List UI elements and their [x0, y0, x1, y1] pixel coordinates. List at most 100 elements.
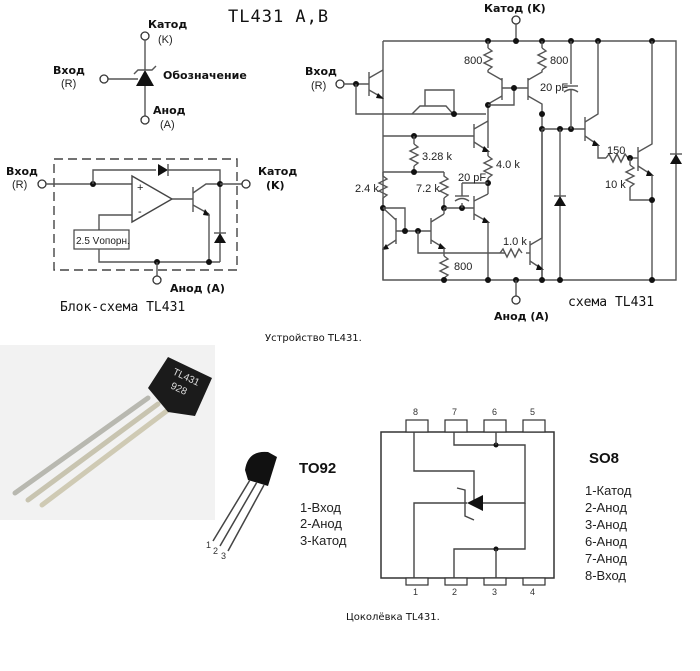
r-2-4k-label: 2.4 k	[355, 183, 379, 195]
c-20pf-b-label: 20 pF	[458, 172, 486, 184]
to92-pin-desc: 2-Анод	[300, 516, 342, 531]
resistor-3-28k	[408, 143, 420, 167]
so8-body	[380, 431, 555, 579]
resistor-4-0k	[482, 155, 494, 179]
so8-pin-4: 4	[530, 587, 535, 597]
block-ref-letter: (R)	[12, 179, 27, 191]
r-7-2k-label: 7.2 k	[416, 183, 440, 195]
symbol-cathode-label: Катод	[148, 18, 187, 31]
op-amp-icon	[131, 174, 174, 224]
so8-pin-1: 1	[413, 587, 418, 597]
op-amp-minus: -	[138, 206, 142, 218]
symbol-diode-icon	[136, 70, 154, 86]
block-anode-pin	[152, 275, 162, 285]
resistor-150	[605, 152, 629, 164]
photo-lead	[12, 395, 151, 496]
resistor-800-c	[438, 255, 450, 279]
vref-label: 2.5 Vопорн.	[76, 236, 130, 247]
block-ref-pin	[37, 179, 47, 189]
block-diagram-caption: Блок-схема TL431	[60, 300, 185, 315]
page-title: TL431 A,B	[228, 7, 329, 27]
to92-pin-1: 1	[206, 540, 211, 550]
block-ref-label: Вход	[6, 165, 38, 178]
schematic-anode-pin	[511, 295, 521, 305]
resistor-800-a	[482, 47, 494, 71]
block-cathode-letter: (K)	[266, 179, 285, 192]
schematic-diode-icon	[670, 154, 682, 164]
block-zener-icon	[214, 233, 226, 243]
schematic-cathode-label: Катод (K)	[484, 2, 546, 15]
schematic-ref-label: Вход	[305, 65, 337, 78]
photo-lead	[39, 407, 171, 508]
schematic-diode-icon	[554, 196, 566, 206]
to92-body-icon	[245, 451, 277, 486]
c-20pf-a-label: 20 pF	[540, 82, 568, 94]
schematic-anode-label: Анод (A)	[494, 310, 549, 323]
so8-pin-2: 2	[452, 587, 457, 597]
symbol-anode-letter: (A)	[160, 119, 175, 131]
op-amp-plus: +	[137, 182, 143, 194]
to92-pin-desc: 1-Вход	[300, 500, 341, 515]
symbol-anode-label: Анод	[153, 104, 186, 117]
r-800-b-label: 800	[550, 55, 568, 67]
schematic-ref-letter: (R)	[311, 80, 326, 92]
symbol-ref-letter: (R)	[61, 78, 76, 90]
pinout-caption: Цоколёвка TL431.	[346, 612, 440, 623]
symbol-cathode-pin	[140, 31, 150, 41]
so8-pin-7: 7	[452, 407, 457, 417]
so8-pin-5: 5	[530, 407, 535, 417]
schematic-cathode-pin	[511, 15, 521, 25]
so8-pin-3: 3	[492, 587, 497, 597]
r-3-28k-label: 3.28 k	[422, 151, 452, 163]
symbol-ref-pin	[99, 74, 109, 84]
block-cathode-label: Катод	[258, 165, 297, 178]
so8-pin-desc: 8-Вход	[585, 568, 626, 583]
so8-pin-desc: 3-Анод	[585, 517, 627, 532]
block-diagram: Вход (R) + - Катод (K) 2.5 Vопорн.	[6, 158, 297, 315]
r-150-label: 150	[607, 145, 625, 157]
tl431-photo: TL431 928	[0, 345, 215, 520]
to92-title: TO92	[299, 460, 336, 477]
r-4-0k-label: 4.0 k	[496, 159, 520, 171]
resistor-10k	[624, 164, 636, 188]
block-diagram-outline	[53, 158, 238, 271]
so8-pin-8: 8	[413, 407, 418, 417]
to92-pin-2: 2	[213, 546, 218, 556]
resistor-800-b	[536, 47, 548, 71]
to92-pin-3: 3	[221, 551, 226, 561]
to92-pin-desc: 3-Катод	[300, 533, 347, 548]
tl431-symbol: Катод (K) Вход (R) Обозначение Анод (A)	[53, 18, 247, 131]
so8-pin-desc: 6-Анод	[585, 534, 627, 549]
block-cathode-pin	[241, 179, 251, 189]
block-diode-icon	[158, 164, 168, 176]
symbol-anode-pin	[140, 115, 150, 125]
vref-box	[73, 229, 130, 250]
schematic-ref-pin	[335, 79, 345, 89]
internal-schematic: Катод (K) Вход (R) 800	[305, 2, 682, 323]
so8-pin-6: 6	[492, 407, 497, 417]
so8-pin-desc: 2-Анод	[585, 500, 627, 515]
r-800-a-label: 800	[464, 55, 482, 67]
to92-package: 1 2 3 TO92 1-Вход 2-Анод 3-Катод	[206, 451, 347, 561]
symbol-cathode-letter: (K)	[158, 34, 173, 46]
schematic-caption: схема TL431	[568, 295, 654, 310]
so8-pin-desc: 7-Анод	[585, 551, 627, 566]
symbol-zener-bar	[133, 65, 157, 75]
so8-title: SO8	[589, 450, 619, 467]
so8-package: 8 7 6 5 1 2 3 4 SO8 1-Катод 2-Анод 3-Ано…	[380, 407, 632, 597]
symbol-ref-label: Вход	[53, 64, 85, 77]
resistor-2-4k	[377, 172, 389, 199]
r-10k-label: 10 k	[605, 179, 626, 191]
block-anode-label: Анод (A)	[170, 282, 225, 295]
resistor-1-0k	[499, 247, 523, 259]
so8-diode-icon	[467, 495, 483, 511]
r-800-c-label: 800	[454, 261, 472, 273]
device-caption: Устройство TL431.	[265, 333, 362, 344]
photo-body	[148, 357, 212, 416]
r-1-0k-label: 1.0 k	[503, 236, 527, 248]
symbol-designation-label: Обозначение	[163, 69, 247, 82]
photo-lead	[25, 401, 161, 503]
resistor-7-2k	[438, 172, 450, 199]
so8-pin-desc: 1-Катод	[585, 483, 632, 498]
